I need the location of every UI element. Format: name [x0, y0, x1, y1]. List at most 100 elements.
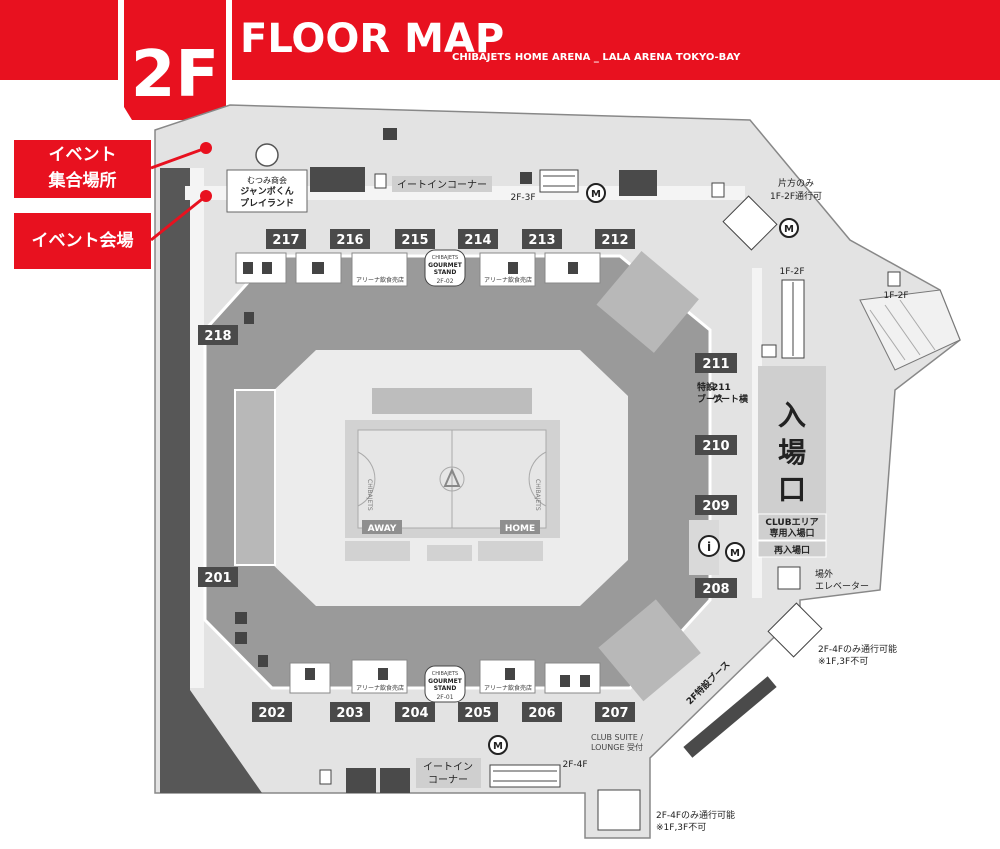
gourmet-stand-top: CHIBAJETS GOURMET STAND 2F-02 [424, 249, 466, 287]
entrance-zone [758, 366, 826, 514]
callout-meeting-line1: イベント [48, 145, 117, 165]
svg-text:STAND: STAND [434, 685, 457, 692]
mascot-area-line3: プレイランド [240, 197, 294, 209]
event-meeting-point-callout: イベント 集合場所 [14, 140, 151, 198]
escalator-2f3f-label: 2F-3F [510, 193, 535, 203]
room-dark-top [310, 167, 365, 192]
seating-ne-ramp [596, 251, 699, 353]
booth-word-line2: ブース [697, 393, 724, 405]
one-way-note-line2: 1F-2F通行可 [770, 190, 822, 202]
eat-in-bottom-line1: イートイン [423, 762, 473, 773]
reentry [757, 540, 827, 558]
stairs-1f2f [859, 289, 961, 371]
shop-label-bottom-1: アリーナ飲食売店 [356, 684, 404, 692]
mascot-area-line2: ジャンボくん [240, 185, 294, 197]
floor-label: 2F [131, 38, 219, 112]
svg-text:M: M [730, 548, 740, 559]
escalator-bottom [597, 789, 641, 831]
gate-215: 215 [401, 233, 428, 248]
escalator-2f4f [489, 764, 561, 788]
booth-word-line1: 特設 [697, 381, 716, 393]
mascot-icon [255, 143, 279, 167]
mascot-play-area [226, 169, 308, 213]
room-dark-bottom-1 [346, 768, 376, 793]
note-4f-bottom-line1: 2F-4Fのみ通行可能 [656, 809, 735, 821]
outdoor-elevator-line1: 場外 [815, 568, 833, 580]
stairs-1f2f-label: 1F-2F [883, 291, 908, 301]
meeting-icon-ne: M [779, 218, 799, 238]
one-way-note-line1: 片方のみ [778, 177, 814, 189]
page-subtitle: CHIBAJETS HOME ARENA _ LALA ARENA TOKYO-… [452, 52, 741, 63]
svg-text:STAND: STAND [434, 269, 457, 276]
elevator-block-top [619, 170, 657, 196]
gate-216: 216 [336, 233, 363, 248]
entrance-char-1: 入 [778, 399, 806, 432]
svg-text:M: M [591, 189, 601, 200]
svg-text:GOURMET: GOURMET [428, 262, 463, 269]
esc-1f2f-label: 1F-2F [779, 267, 804, 277]
gate-210: 210 [702, 439, 729, 454]
stairs-icon [887, 271, 901, 287]
outdoor-elevator-line2: エレベーター [815, 581, 869, 592]
shop-label-top-1: アリーナ飲食売店 [356, 276, 404, 284]
walkway-right [752, 268, 762, 598]
seating-se-ramp [598, 599, 701, 702]
svg-text:2F-02: 2F-02 [436, 278, 453, 285]
elevator-icon-outdoor [777, 566, 801, 590]
svg-text:GOURMET: GOURMET [428, 678, 463, 685]
gate-207: 207 [601, 706, 628, 721]
seating-west [234, 389, 276, 566]
smoking-icon [383, 128, 397, 140]
restroom-icon-ne [711, 182, 725, 198]
escalator-2f4f-label: 2F-4F [562, 760, 587, 770]
svg-text:M: M [493, 741, 503, 752]
shop-label-bottom-2: アリーナ飲食売店 [484, 684, 532, 692]
shop-label-top-2: アリーナ飲食売店 [484, 276, 532, 284]
gate-208: 208 [702, 582, 729, 597]
note-4f-right-line2: ※1F,3F不可 [818, 656, 868, 667]
svg-text:i: i [707, 540, 711, 554]
top-facilities [235, 252, 601, 287]
vending-icon-bottom [319, 769, 332, 785]
eat-in-bottom-line2: コーナー [428, 774, 468, 786]
gate-218: 218 [204, 329, 231, 344]
club-suite-line1: CLUB SUITE / [591, 733, 643, 742]
floor-badge-inner [124, 0, 226, 120]
booth-211-line2: ゲート横 [712, 393, 749, 405]
page-title: FLOOR MAP [240, 16, 504, 62]
vending-icon-top [374, 173, 387, 189]
home-label: HOME [505, 524, 535, 534]
escalator-2f3f [539, 169, 579, 193]
walkway-left [190, 168, 204, 688]
event-venue-callout: イベント会場 [14, 213, 151, 269]
info-icon: i [689, 520, 720, 575]
eat-in-top-label: イートインコーナー [397, 179, 487, 191]
gate-201: 201 [204, 571, 231, 586]
escalator-ne [722, 195, 778, 251]
gate-211: 211 [702, 357, 729, 372]
away-label: AWAY [368, 524, 397, 534]
outer-wall-left [160, 168, 262, 793]
escalator-se [767, 602, 823, 658]
booth-2f-strip [683, 676, 777, 758]
reentry-label: 再入場口 [774, 544, 810, 556]
gate-214: 214 [464, 233, 491, 248]
booth-211-line1: 211 [712, 383, 731, 393]
callout-meeting-line2: 集合場所 [48, 171, 117, 191]
gate-203: 203 [336, 706, 363, 721]
gate-205: 205 [464, 706, 491, 721]
gate-204: 204 [401, 706, 428, 721]
club-entrance [757, 513, 827, 541]
entrance-char-3: 口 [778, 473, 806, 506]
gate-212: 212 [601, 233, 628, 248]
note-4f-bottom-line2: ※1F,3F不可 [656, 822, 706, 833]
entrance-char-2: 場 [778, 436, 806, 469]
eat-in-top-box [392, 176, 492, 192]
gate-202: 202 [258, 706, 285, 721]
meeting-icon-top: M [586, 183, 606, 203]
club-entrance-line2: 専用入場口 [769, 527, 814, 539]
svg-text:2F-01: 2F-01 [436, 694, 453, 701]
aed-icon [761, 344, 777, 358]
court-text-left: CHIBAJETS [366, 479, 373, 511]
